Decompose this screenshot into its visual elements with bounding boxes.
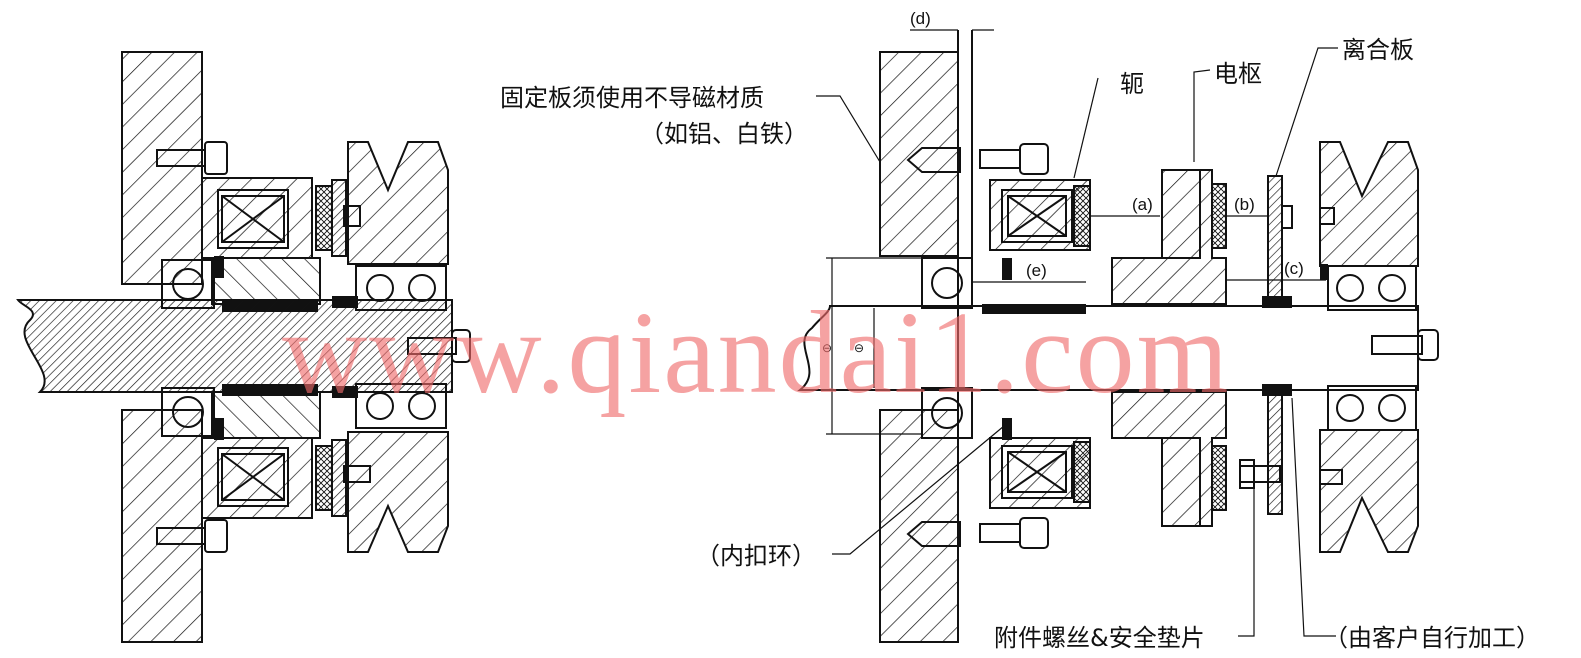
left-pulley (347, 141, 449, 265)
right-plate-screw-upper (906, 147, 961, 173)
left-hub-lower (211, 391, 321, 439)
dim-d: (d) (910, 9, 931, 28)
label-clutch-plate: 离合板 (1342, 36, 1414, 64)
right-shaft (797, 305, 1419, 391)
dim-b: (b) (1234, 195, 1255, 214)
label-armature: 电枢 (1214, 60, 1262, 88)
right-bearing-upper (921, 257, 973, 309)
label-yoke: 轭 (1120, 70, 1144, 98)
left-bolt-upper (156, 141, 228, 175)
left-yoke-lower (201, 437, 313, 519)
left-mounting-plate-upper (121, 51, 203, 285)
left-assembly (16, 51, 471, 643)
accessory-screw (1239, 459, 1281, 489)
left-shaft (16, 299, 453, 393)
dim-e: (e) (1026, 261, 1047, 280)
diameter-mark-outer: ⊖ (822, 341, 832, 355)
left-yoke-upper (201, 177, 313, 259)
right-pulley-bearing-lower (1327, 385, 1417, 431)
armature-hub-lower (1111, 391, 1227, 527)
right-yoke-bolt-upper (979, 143, 1049, 175)
armature-upper (1211, 183, 1227, 249)
dim-a: (a) (1132, 195, 1153, 214)
inner-ring-lower (1002, 418, 1012, 440)
clutch-plate-lower (1267, 391, 1283, 515)
right-fixed-plate-upper (879, 51, 959, 257)
left-bolt-lower (156, 519, 228, 553)
right-fixed-plate-lower (879, 409, 959, 643)
left-pulley-bearing-lower (355, 383, 447, 429)
right-pulley-upper (1319, 141, 1419, 267)
left-hub-upper (211, 257, 321, 305)
inner-ring-upper (1002, 258, 1012, 280)
label-customer-machining: （由客户自行加工） (1324, 624, 1540, 652)
label-fixed-plate: 固定板须使用不导磁材质 (500, 84, 764, 112)
right-assembly: ⊖ ⊖ (797, 9, 1439, 643)
label-screw-washer: 附件螺丝&安全垫片 (994, 624, 1205, 652)
armature-lower (1211, 445, 1227, 511)
watermark: www.qiandai1.com (282, 287, 1230, 418)
right-plate-screw-lower (906, 521, 961, 547)
left-mounting-plate-lower (121, 409, 203, 643)
left-pulley-bearing-upper (355, 265, 447, 311)
right-bearing-lower (921, 387, 973, 439)
right-pulley-bearing-upper (1327, 265, 1417, 311)
right-yoke-bolt-lower (979, 517, 1049, 549)
label-inner-ring: （内扣环） (696, 542, 816, 570)
label-fixed-plate-material: （如铝、白铁） (640, 120, 808, 148)
dim-c: (c) (1284, 259, 1304, 278)
clutch-plate-upper (1267, 175, 1283, 307)
armature-hub-upper (1111, 169, 1227, 305)
diameter-mark-inner: ⊖ (854, 341, 864, 355)
right-pulley-lower (1319, 429, 1419, 553)
